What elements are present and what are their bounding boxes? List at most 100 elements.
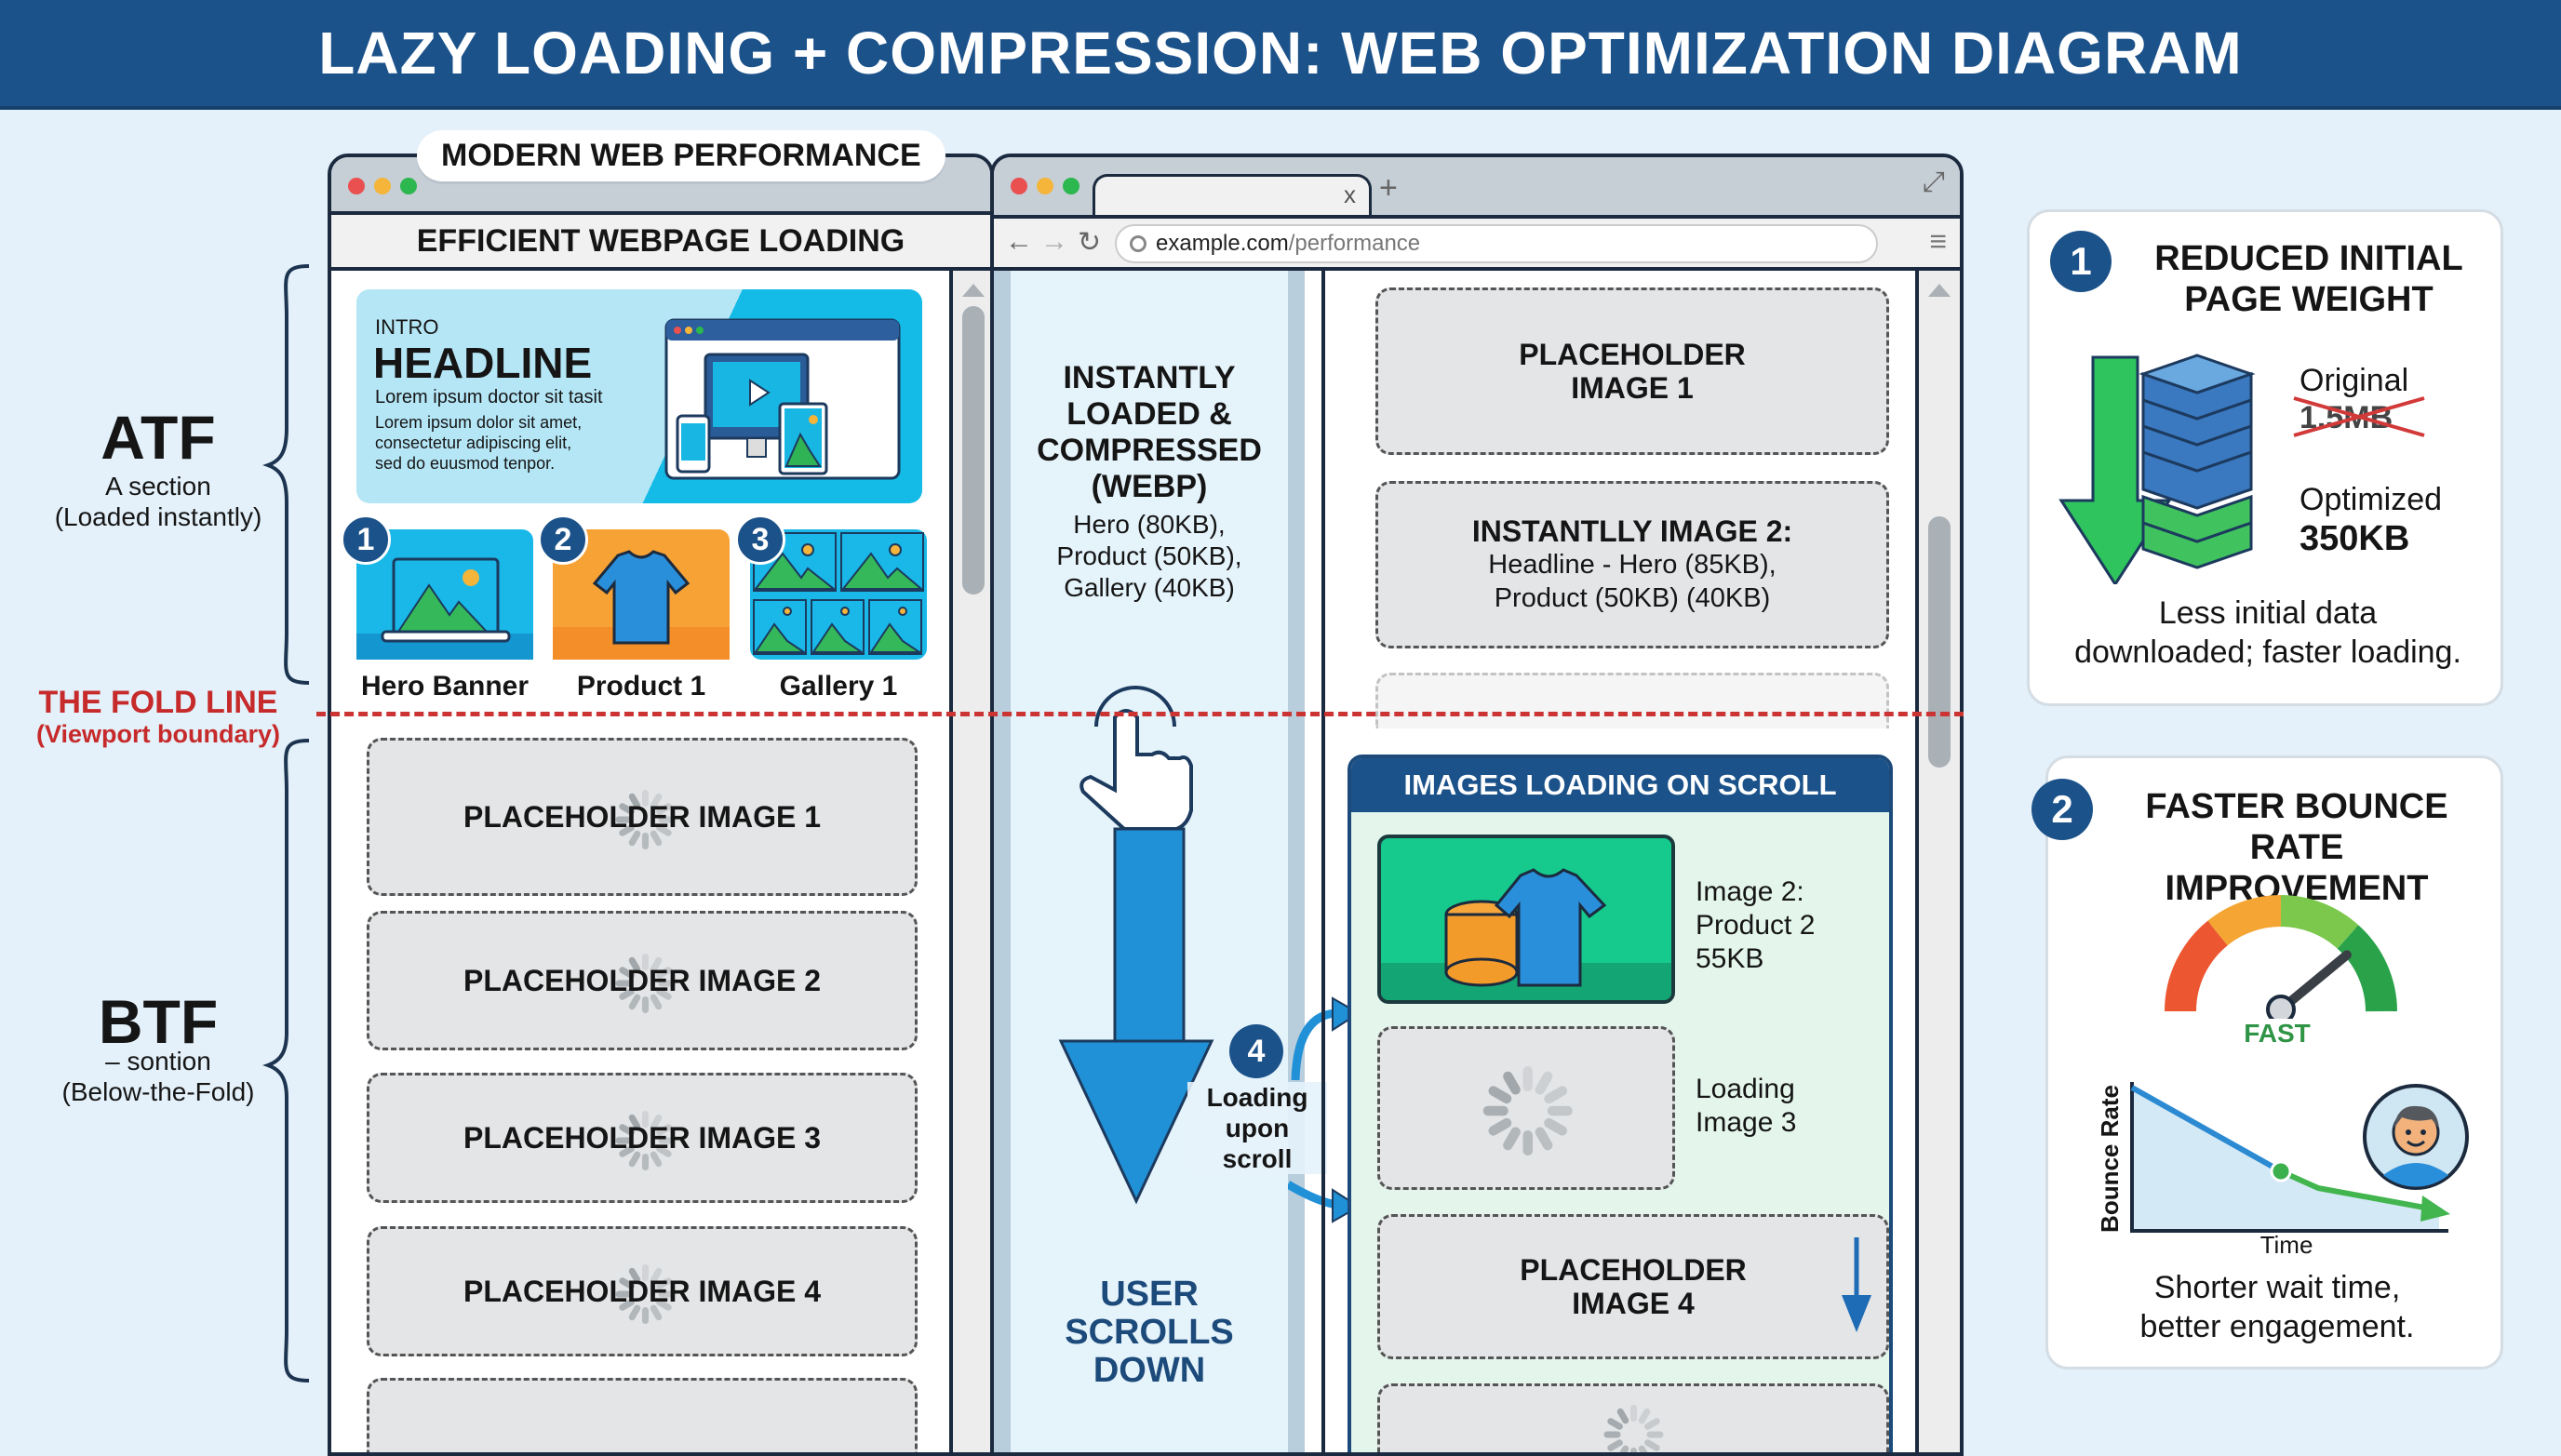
loading-image-3-placeholder	[1377, 1026, 1675, 1190]
content-divider	[1321, 271, 1325, 1452]
left-scroll-thumb[interactable]	[962, 306, 985, 594]
load-arrows-icon	[1288, 996, 1361, 1223]
bounce-rate-chart	[2130, 1082, 2469, 1233]
btf-desc-1: – sontion	[105, 1047, 211, 1075]
expand-window-icon[interactable]: ⤢	[1923, 167, 1945, 197]
btf-label: BTF	[98, 987, 219, 1056]
bounce-line-before	[2130, 1085, 2283, 1174]
close-dot-icon[interactable]	[348, 178, 365, 194]
fold-line-subtitle: (Viewport boundary)	[35, 720, 280, 748]
loading-image-3-caption: Loading Image 3	[1696, 1074, 1797, 1138]
scroll-up-icon[interactable]	[962, 284, 985, 297]
forward-icon[interactable]: →	[1040, 226, 1068, 257]
fold-line-title: THE FOLD LINE	[38, 685, 278, 720]
bounce-line-after	[2279, 1169, 2431, 1211]
benefit-2-caption: Shorter wait time, better engagement.	[2139, 1270, 2415, 1344]
benefit-2-badge: 2	[2031, 779, 2093, 840]
minimize-dot-icon[interactable]	[374, 178, 391, 194]
loading-spinner-icon	[615, 1264, 676, 1324]
scroll-hand-arrow-icon	[1058, 686, 1214, 1205]
loading-spinner-icon	[615, 954, 676, 1013]
placeholder-image-4: PLACEHOLDER IMAGE 4	[367, 1226, 918, 1356]
title-banner: LAZY LOADING + COMPRESSION: WEB OPTIMIZA…	[0, 0, 2561, 110]
placeholder-image-3: PLACEHOLDER IMAGE 3	[367, 1073, 918, 1203]
right-placeholder-image-1: PLACEHOLDER IMAGE 1	[1375, 287, 1889, 455]
images-loading-panel: IMAGES LOADING ON SCROLL Image 2: Produc…	[1348, 755, 1893, 1452]
loading-spinner-icon	[615, 790, 676, 849]
right-scrollbar[interactable]	[1915, 271, 1960, 1452]
right-window-titlebar: x + ⤢	[994, 157, 1960, 219]
fold-line	[316, 712, 1964, 716]
tshirt-icon	[553, 550, 730, 660]
gauge-fast-label: FAST	[2244, 1019, 2311, 1048]
chart-y-label-wrap: Bounce Rate	[2091, 1084, 2128, 1233]
optimized-size-value: 350KB	[2300, 519, 2410, 558]
menu-icon[interactable]: ≡	[1929, 224, 1947, 258]
benefit-1-title: REDUCED INITIAL PAGE WEIGHT	[2154, 239, 2463, 319]
atf-desc-1: A section	[105, 472, 211, 501]
right-placeholder-image-5	[1377, 1383, 1889, 1452]
right-browser-window: x + ⤢ ← → ↻ example.com /performance ≡ I…	[990, 154, 1964, 1456]
hero-banner-thumb[interactable]	[356, 529, 533, 660]
benefit-card-bounce-rate: 2 FASTER BOUNCE RATE IMPROVEMENT FAST Bo…	[2031, 755, 2503, 1369]
hero-banner[interactable]: INTRO HEADLINE Lorem ipsum doctor sit ta…	[356, 289, 922, 503]
devices-illustration-icon	[664, 318, 901, 480]
product-tshirt-icon	[1381, 868, 1671, 1000]
loading-upon-scroll-label: Loading upon scroll	[1187, 1082, 1327, 1174]
loading-spinner-icon	[615, 1111, 676, 1170]
close-dot-icon[interactable]	[1011, 178, 1027, 194]
reload-icon[interactable]: ↻	[1078, 227, 1102, 258]
thumb-3-label: Gallery 1	[779, 671, 898, 701]
placeholder-image-2: PLACEHOLDER IMAGE 2	[367, 911, 918, 1050]
instant-loaded-sizes: Hero (80KB), Product (50KB), Gallery (40…	[1056, 510, 1242, 602]
thumb-1-label: Hero Banner	[360, 671, 530, 701]
right-placeholder-partial	[1375, 673, 1889, 728]
right-placeholder-image-4: PLACEHOLDER IMAGE 4	[1377, 1214, 1889, 1359]
placeholder-image-5	[367, 1378, 918, 1452]
benefit-card-reduced-weight: 1 REDUCED INITIAL PAGE WEIGHT Original 1…	[2027, 209, 2503, 706]
maximize-dot-icon[interactable]	[1063, 178, 1079, 194]
btf-brace-icon	[262, 739, 310, 1383]
btf-desc-2: (Below-the-Fold)	[61, 1077, 255, 1106]
hero-headline: HEADLINE	[373, 339, 593, 387]
browser-tab[interactable]: x	[1093, 174, 1372, 219]
bounce-point	[2270, 1160, 2292, 1182]
user-scrolls-label: USER SCROLLS DOWN	[1065, 1275, 1234, 1390]
back-icon[interactable]: ←	[1005, 226, 1033, 257]
thumb-3-badge: 3	[735, 514, 785, 565]
left-browser-window: EFFICIENT WEBPAGE LOADING INTRO HEADLINE…	[328, 154, 994, 1456]
placeholder-image-1: PLACEHOLDER IMAGE 1	[367, 738, 918, 896]
laptop-image-icon	[356, 557, 533, 660]
right-scroll-thumb[interactable]	[1928, 516, 1951, 768]
speed-gauge-icon	[2164, 894, 2397, 1019]
scroll-up-icon[interactable]	[1928, 284, 1951, 297]
left-window-header: EFFICIENT WEBPAGE LOADING	[331, 215, 990, 271]
atf-brace-icon	[262, 264, 310, 685]
minimize-dot-icon[interactable]	[1037, 178, 1053, 194]
images-loading-header: IMAGES LOADING ON SCROLL	[1351, 758, 1889, 812]
maximize-dot-icon[interactable]	[400, 178, 417, 194]
instant-image-2: INSTANTLLY IMAGE 2: Headline - Hero (85K…	[1375, 481, 1889, 648]
loading-spinner-icon	[1482, 1066, 1573, 1155]
url-input[interactable]: example.com /performance	[1115, 224, 1878, 263]
new-tab-icon[interactable]: +	[1379, 170, 1398, 206]
atf-desc-2: (Loaded instantly)	[54, 502, 262, 531]
modern-web-performance-badge: MODERN WEB PERFORMANCE	[417, 130, 945, 181]
tab-close-icon[interactable]: x	[1344, 180, 1356, 208]
user-avatar-icon	[2363, 1084, 2469, 1190]
data-stack-icon	[2058, 354, 2256, 584]
atf-label: ATF	[101, 403, 216, 472]
strike-x-icon	[2293, 396, 2425, 437]
down-arrow-icon	[1842, 1237, 1871, 1332]
product-2-caption: Image 2: Product 2 55KB	[1696, 876, 1816, 974]
thumb-1-badge: 1	[341, 514, 391, 565]
hero-tagline: Lorem ipsum doctor sit tasit	[375, 387, 603, 407]
instant-loaded-heading: INSTANTLY LOADED & COMPRESSED (WEBP)	[1037, 360, 1262, 504]
thumb-2-badge: 2	[538, 514, 588, 565]
thumb-2-label: Product 1	[576, 671, 706, 701]
original-size-value: 1.5MB	[2293, 396, 2425, 437]
left-scrollbar[interactable]	[949, 271, 990, 1452]
product-2-loaded-image[interactable]	[1377, 835, 1675, 1004]
benefit-1-badge: 1	[2050, 231, 2112, 292]
page-title: LAZY LOADING + COMPRESSION: WEB OPTIMIZA…	[318, 20, 2243, 87]
